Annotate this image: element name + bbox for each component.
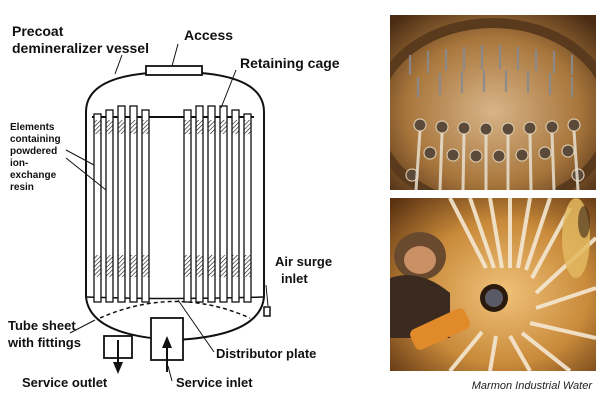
label-vessel-line2: demineralizer vessel [12,40,149,56]
label-vessel-line1: Precoat [12,23,64,39]
label-elements-line: powdered [10,146,57,157]
element-resin-bands [94,120,251,277]
filter-elements-right [183,105,252,303]
filter-elements-left [93,105,150,303]
label-distributor-plate: Distributor plate [216,346,316,361]
photo-element-array [390,15,596,190]
label-tube-sheet-line1: Tube sheet [8,318,76,333]
label-elements-line: Elements [10,122,55,133]
photo-worker-inside-vessel [390,198,596,371]
label-elements-line: ion- [10,158,28,169]
label-elements: Elements containing powdered ion- exchan… [10,122,61,193]
label-tube-sheet-line2: with fittings [7,335,81,350]
label-access: Access [184,27,233,43]
outlet-arrow [113,362,123,374]
leader-lines [65,43,269,382]
label-elements-line: containing [10,134,61,145]
distributor-plate-shape [99,300,251,319]
label-elements-line: exchange [10,170,57,181]
inlet-arrow [162,336,172,348]
access-port [145,65,203,76]
label-elements-line: resin [10,182,34,193]
label-retaining-cage: Retaining cage [240,55,340,71]
photo-credit: Marmon Industrial Water [471,380,592,392]
label-air-surge-line2: inlet [281,271,308,286]
vessel-diagram: Precoat demineralizer vessel Access Reta… [7,23,340,390]
label-service-inlet: Service inlet [176,375,253,390]
label-service-outlet: Service outlet [22,375,108,390]
label-air-surge-line1: Air surge [275,254,332,269]
air-surge-nozzle [263,306,271,317]
